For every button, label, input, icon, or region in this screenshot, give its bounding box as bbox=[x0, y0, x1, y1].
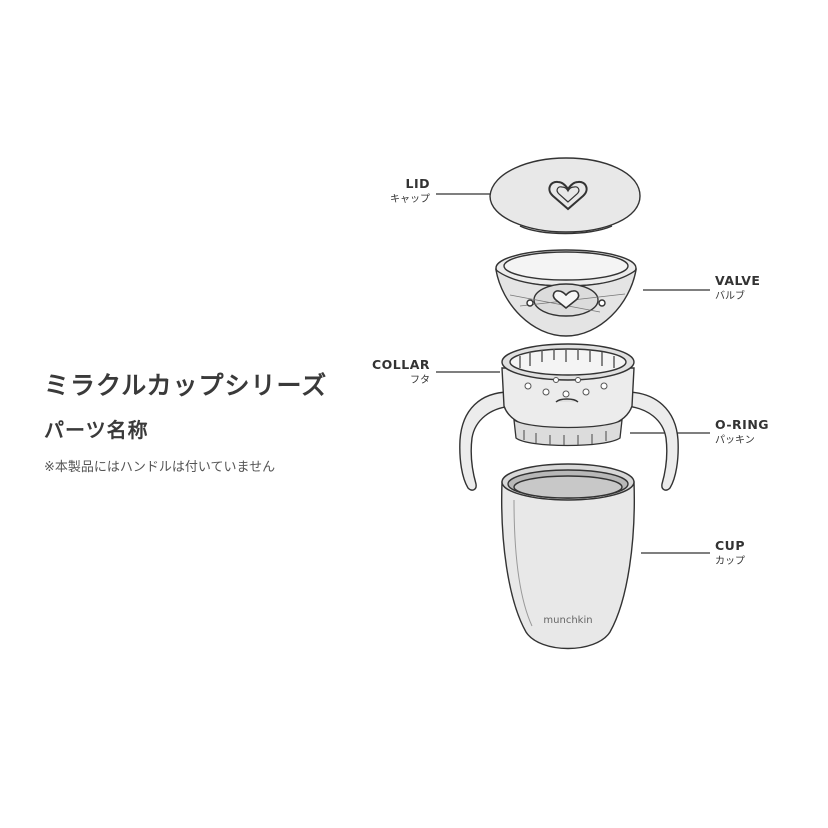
heart-icon bbox=[548, 180, 588, 211]
label-lid: LID キャップ bbox=[360, 176, 430, 208]
label-collar-en: COLLAR bbox=[371, 357, 430, 372]
handle-right bbox=[625, 391, 679, 491]
cup-part: munchkin bbox=[501, 463, 635, 650]
label-cup-jp: カップ bbox=[715, 556, 745, 567]
cup-brand-text: munchkin bbox=[543, 615, 592, 626]
label-lid-jp: キャップ bbox=[390, 194, 430, 205]
label-valve-jp: バルブ bbox=[715, 291, 745, 302]
label-oring-jp: パッキン bbox=[715, 435, 755, 446]
label-oring: O-RING パッキン bbox=[715, 417, 795, 449]
label-cup: CUP カップ bbox=[715, 538, 795, 570]
valve-part bbox=[495, 249, 637, 337]
oring-part bbox=[513, 418, 623, 447]
label-cup-en: CUP bbox=[715, 538, 745, 553]
page-title: ミラクルカップシリーズ bbox=[44, 371, 328, 400]
handle-note: ※本製品にはハンドルは付いていません bbox=[44, 460, 276, 475]
valve-heart-icon bbox=[552, 290, 580, 310]
label-lid-en: LID bbox=[405, 176, 430, 191]
label-collar: COLLAR フタ bbox=[350, 357, 430, 389]
label-valve-en: VALVE bbox=[715, 273, 761, 288]
label-collar-jp: フタ bbox=[410, 375, 430, 386]
label-oring-en: O-RING bbox=[715, 417, 770, 432]
handle-left bbox=[459, 391, 513, 491]
page-subtitle: パーツ名称 bbox=[44, 418, 149, 442]
label-valve: VALVE バルブ bbox=[715, 273, 795, 305]
collar-part bbox=[459, 343, 679, 491]
lid-part bbox=[489, 157, 641, 235]
